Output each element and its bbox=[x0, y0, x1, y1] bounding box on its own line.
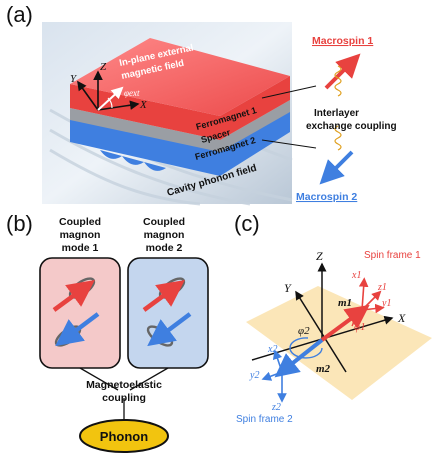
x2-label: x2 bbox=[267, 344, 277, 355]
mode-1-title-line-2: magnon bbox=[60, 229, 101, 241]
z1-axis bbox=[361, 290, 382, 311]
axis-y-a bbox=[77, 80, 99, 111]
z2-label: z2 bbox=[271, 402, 281, 413]
axis-y-c-label: Y bbox=[284, 281, 292, 295]
mode-1-title-line-3: mode 1 bbox=[62, 242, 99, 254]
y2-label: y2 bbox=[249, 370, 259, 381]
y2-axis bbox=[261, 371, 283, 381]
panel-c: (c) Z Y X φ2 φ1 m1 x1 z1 y1 Spin frame 1… bbox=[234, 211, 432, 425]
panel-a-label: (a) bbox=[6, 2, 33, 27]
interlayer-label: Interlayer bbox=[314, 108, 359, 119]
leader-line-2 bbox=[261, 139, 317, 149]
phi-1-label: φ1 bbox=[354, 321, 366, 333]
mode-2-title-line-1: Coupled bbox=[143, 216, 185, 228]
axis-y-a-label: Y bbox=[70, 73, 78, 85]
mode-2-box bbox=[127, 257, 209, 369]
exchange-coupling-label: exchange coupling bbox=[306, 121, 397, 132]
spacer-layer bbox=[70, 100, 290, 152]
coupling-spring-icon bbox=[334, 65, 342, 97]
phi-ext-arc bbox=[107, 97, 113, 109]
macrospin-1-arrow bbox=[324, 53, 361, 90]
m2-vector bbox=[274, 338, 324, 378]
macrospin-1-label: Macrospin 1 bbox=[312, 35, 373, 47]
m2-label: m2 bbox=[316, 363, 331, 375]
axis-z-a-label: Z bbox=[100, 61, 107, 73]
xy-plane bbox=[246, 286, 432, 400]
phi-2-label: φ2 bbox=[298, 325, 310, 337]
m1-label: m1 bbox=[338, 297, 352, 309]
mode-1-title-line-1: Coupled bbox=[59, 216, 101, 228]
axis-x-c-label: X bbox=[397, 311, 406, 325]
phonon-wave-bumps bbox=[100, 150, 166, 171]
mode-2-title-line-3: mode 2 bbox=[146, 242, 183, 254]
x1-axis bbox=[358, 277, 369, 311]
axis-y-c bbox=[295, 290, 347, 373]
x1-label: x1 bbox=[351, 270, 361, 281]
external-field-arrow bbox=[97, 86, 124, 111]
axis-x-a bbox=[97, 100, 140, 111]
panel-b-label: (b) bbox=[6, 211, 33, 236]
connector-mode-2 bbox=[129, 367, 169, 391]
ferromagnet-1-side bbox=[70, 76, 290, 140]
mode-2-title-line-2: magnon bbox=[144, 229, 185, 241]
panel-a: (a) Z Y X φext In-plane external magneti… bbox=[6, 2, 397, 206]
phi-ext-label: φext bbox=[124, 88, 140, 98]
phonon-ellipse bbox=[79, 419, 169, 453]
mode-1-box bbox=[39, 257, 121, 369]
mode-2-blue-arrow bbox=[147, 312, 192, 347]
panel-c-label: (c) bbox=[234, 211, 260, 236]
macrospin-2-label: Macrospin 2 bbox=[296, 191, 357, 203]
y1-axis bbox=[361, 303, 385, 314]
connector-mode-1 bbox=[79, 367, 119, 391]
macrospin-2-arrow bbox=[319, 150, 354, 185]
x2-axis bbox=[272, 349, 283, 373]
axis-z-c-label: Z bbox=[316, 249, 323, 263]
coupling-label: coupling bbox=[102, 392, 146, 404]
magnetoelastic-label: Magnetoelastic bbox=[86, 379, 162, 391]
spin-frame-1-label: Spin frame 1 bbox=[364, 250, 421, 261]
y1-label: y1 bbox=[381, 298, 391, 309]
mode-1-red-arrow bbox=[52, 280, 95, 312]
spin-frame-2-label: Spin frame 2 bbox=[236, 414, 293, 425]
axis-x-a-label: X bbox=[139, 99, 148, 111]
coupling-spring-icon-lower bbox=[334, 125, 342, 151]
panel-b: (b) Coupled magnon mode 1 Coupled magnon… bbox=[6, 211, 209, 453]
leader-line-1 bbox=[261, 85, 317, 99]
m1-vector bbox=[320, 304, 370, 342]
z1-label: z1 bbox=[377, 282, 387, 293]
ferromagnet-1-top bbox=[70, 38, 290, 116]
mode-2-red-arrow bbox=[142, 280, 185, 312]
phonon-label: Phonon bbox=[100, 429, 148, 444]
mode-1-blue-arrow bbox=[55, 312, 100, 347]
